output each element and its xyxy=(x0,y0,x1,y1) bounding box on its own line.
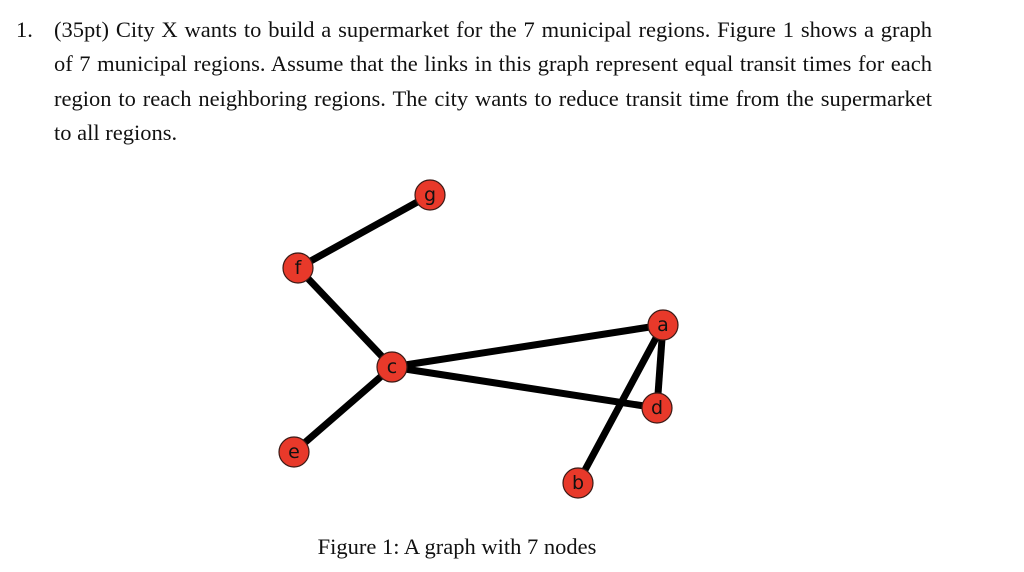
node-a: a xyxy=(647,309,679,341)
node-label: d xyxy=(651,397,663,419)
node-circle xyxy=(414,179,446,211)
problem-number: 1. xyxy=(16,17,33,42)
node-b: b xyxy=(562,467,594,499)
edge-c-e xyxy=(291,364,395,455)
node-g: g xyxy=(414,179,446,211)
edge-c-d xyxy=(391,363,658,412)
node-e: e xyxy=(278,436,310,468)
edge-c-a xyxy=(391,321,664,371)
problem-text: (35pt) City X wants to build a supermark… xyxy=(54,17,932,145)
edges xyxy=(291,191,667,485)
node-circle xyxy=(282,252,314,284)
node-d: d xyxy=(641,392,673,424)
nodes: g f c a d e b xyxy=(278,179,679,499)
node-circle xyxy=(562,467,594,499)
node-label: g xyxy=(424,184,436,206)
node-label: f xyxy=(295,257,303,279)
node-label: a xyxy=(657,314,669,336)
edge-g-f xyxy=(296,191,432,272)
node-circle xyxy=(278,436,310,468)
node-c: c xyxy=(376,351,408,383)
edge-f-c xyxy=(295,265,395,370)
node-circle xyxy=(647,309,679,341)
node-circle xyxy=(641,392,673,424)
node-label: c xyxy=(387,356,397,378)
node-f: f xyxy=(282,252,314,284)
node-label: e xyxy=(288,441,300,463)
node-label: b xyxy=(572,472,584,494)
node-circle xyxy=(376,351,408,383)
edge-a-b xyxy=(574,323,667,485)
figure-caption: Figure 1: A graph with 7 nodes xyxy=(317,534,597,559)
